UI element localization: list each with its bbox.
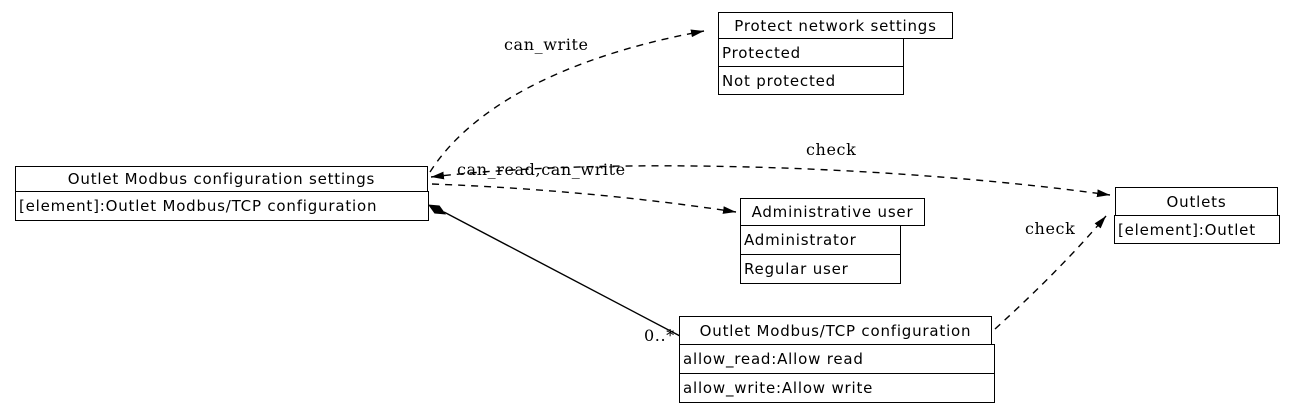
edge-label-can-write: can_write	[504, 35, 589, 54]
node-outlets-row-element: [element]:Outlet	[1114, 215, 1280, 244]
edge-label-check-top: check	[806, 140, 857, 159]
node-modbus-cfg-title: Outlet Modbus/TCP configuration	[679, 316, 992, 345]
composition-diamond-icon	[428, 204, 446, 215]
node-protect-row-not-protected: Not protected	[718, 66, 904, 95]
node-modbus-cfg-row-allow-read: allow_read:Allow read	[679, 344, 995, 374]
edge-label-check-right: check	[1025, 219, 1076, 238]
node-admin-row-regular-user: Regular user	[740, 254, 901, 284]
node-admin-row-administrator: Administrator	[740, 225, 901, 255]
edge-check-settings-outlets	[430, 165, 1111, 198]
node-protect-title: Protect network settings	[718, 12, 953, 39]
node-admin-title: Administrative user	[740, 198, 925, 226]
node-modbus-cfg-row-allow-write: allow_write:Allow write	[679, 373, 995, 403]
node-protect-row-protected: Protected	[718, 38, 904, 67]
node-settings-title: Outlet Modbus configuration settings	[15, 166, 428, 192]
edge-check-config-outlets	[994, 215, 1107, 330]
edge-can-write	[429, 29, 705, 173]
edge-label-multiplicity: 0..*	[644, 326, 675, 345]
node-outlets-title: Outlets	[1115, 187, 1278, 216]
node-settings-row-element: [element]:Outlet Modbus/TCP configuratio…	[15, 191, 429, 221]
edge-label-can-read-can-write: can_read,can_write	[457, 160, 626, 179]
edge-can-read-can-write	[431, 183, 737, 214]
edge-composition-line	[443, 211, 681, 337]
